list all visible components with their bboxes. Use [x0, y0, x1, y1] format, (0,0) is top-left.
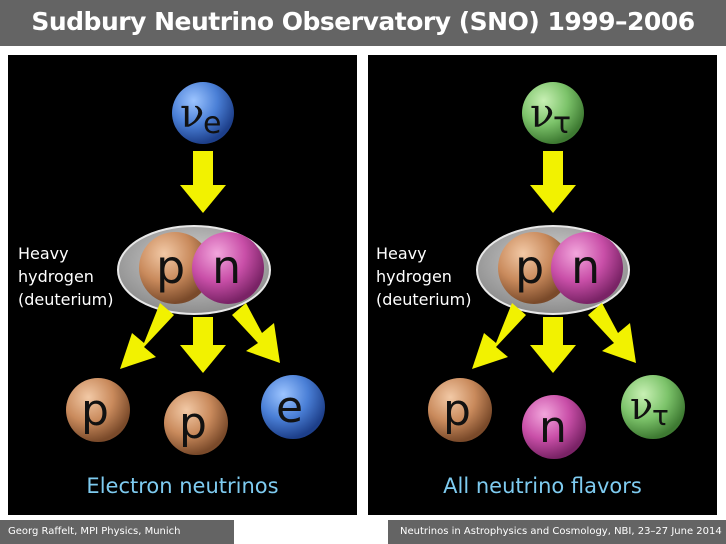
product-arrow-left — [472, 303, 526, 369]
deuterium-label: Heavy hydrogen (deuterium) — [376, 242, 472, 311]
incoming-neutrino-subscript: τ — [553, 106, 571, 141]
title-bar — [0, 0, 726, 46]
product-proton-1 — [66, 378, 130, 442]
product-arrow-middle — [180, 317, 226, 373]
product-2-label: p — [179, 398, 207, 449]
electron-neutrino-panel: ν e p n p p e Heavy hydrogen (deuterium)… — [8, 55, 357, 515]
incoming-neutrino-symbol: ν — [180, 91, 204, 137]
incoming-arrow — [180, 151, 226, 213]
footer-event: Neutrinos in Astrophysics and Cosmology,… — [388, 520, 726, 544]
product-arrow-right — [232, 303, 280, 363]
nucleus-neutron-label: n — [212, 240, 241, 294]
incoming-tau-neutrino — [522, 82, 584, 144]
product-arrow-left — [120, 303, 174, 369]
deuterium-label-line-3: (deuterium) — [18, 290, 114, 309]
slide-title: Sudbury Neutrino Observatory (SNO) 1999–… — [31, 7, 695, 36]
nucleus-proton — [139, 232, 211, 304]
panel-caption: Electron neutrinos — [86, 474, 279, 498]
all-flavors-panel: ν τ p n p n ν τ Heavy hydrogen (deuteriu… — [368, 55, 717, 515]
product-proton — [428, 378, 492, 442]
product-1-label: p — [81, 385, 109, 436]
incoming-electron-neutrino — [172, 82, 234, 144]
left-reaction-diagram: ν e p n p p e — [66, 82, 325, 455]
incoming-neutrino-symbol: ν — [530, 91, 554, 137]
nucleus-proton-label: p — [156, 240, 185, 294]
right-reaction-diagram: ν τ p n p n ν τ — [428, 82, 685, 459]
nucleus-proton — [498, 232, 570, 304]
product-proton-2 — [164, 391, 228, 455]
product-3-subscript: τ — [652, 399, 669, 432]
nucleus-neutron — [551, 232, 623, 304]
incoming-arrow — [530, 151, 576, 213]
incoming-neutrino-subscript: e — [203, 106, 221, 141]
panel-caption: All neutrino flavors — [443, 474, 642, 498]
deuterium-label-line-1: Heavy — [376, 244, 427, 263]
product-electron — [261, 375, 325, 439]
nucleus-proton-label: p — [515, 240, 544, 294]
nucleus-neutron — [192, 232, 264, 304]
deuterium-label: Heavy hydrogen (deuterium) — [18, 242, 114, 311]
product-arrow-middle — [530, 317, 576, 373]
product-3-symbol: ν — [630, 384, 653, 428]
product-1-label: p — [443, 385, 471, 436]
footer-author: Georg Raffelt, MPI Physics, Munich — [0, 520, 234, 544]
product-tau-neutrino — [621, 375, 685, 439]
deuterium-label-line-2: hydrogen — [18, 267, 94, 286]
product-neutron — [522, 395, 586, 459]
deuterium-label-line-3: (deuterium) — [376, 290, 472, 309]
product-arrow-right — [588, 303, 636, 363]
deuterium-label-line-2: hydrogen — [376, 267, 452, 286]
product-2-label: n — [539, 402, 567, 453]
deuterium-label-line-1: Heavy — [18, 244, 69, 263]
product-3-label: e — [276, 382, 303, 433]
nucleus-neutron-label: n — [571, 240, 600, 294]
